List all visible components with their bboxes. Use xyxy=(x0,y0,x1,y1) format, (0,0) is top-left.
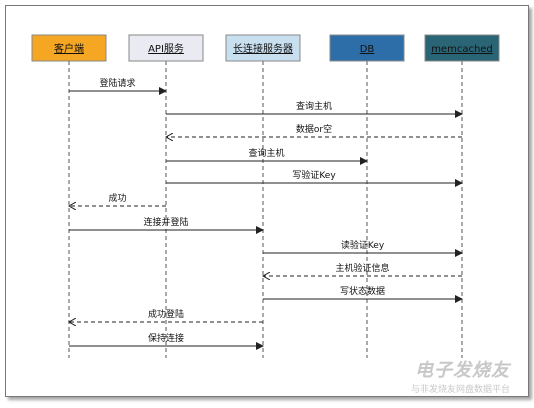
watermark: 电子发烧友 与非发烧友网盘数据平台 xyxy=(411,356,510,395)
actor-label-mem: memcached xyxy=(431,44,493,55)
actor-box-api xyxy=(128,34,204,62)
actor-box-mem xyxy=(424,34,500,62)
message-label-7: 连接并登陆 xyxy=(143,216,188,228)
actor-label-db: DB xyxy=(360,44,375,55)
message-label-4: 查询主机 xyxy=(248,147,284,159)
actor-label-client: 客户端 xyxy=(54,42,84,55)
message-label-11: 成功登陆 xyxy=(148,308,184,320)
message-label-9: 主机验证信息 xyxy=(335,262,389,274)
message-label-5: 写验证Key xyxy=(292,169,336,181)
message-label-6: 成功 xyxy=(108,192,126,204)
actor-box-long xyxy=(225,34,301,62)
actor-box-db xyxy=(329,34,405,62)
message-label-2: 查询主机 xyxy=(296,100,332,112)
message-label-1: 登陆请求 xyxy=(99,77,135,89)
message-label-10: 写状态数据 xyxy=(340,285,385,297)
actor-label-api: API服务 xyxy=(148,42,184,55)
message-label-3: 数据or空 xyxy=(296,123,332,135)
actor-box-client xyxy=(31,34,107,62)
watermark-sub: 与非发烧友网盘数据平台 xyxy=(410,385,510,395)
message-label-12: 保持连接 xyxy=(148,332,184,344)
message-label-8: 读验证Key xyxy=(341,239,385,251)
actor-label-long: 长连接服务器 xyxy=(233,42,293,55)
watermark-main: 电子发烧友 xyxy=(415,360,510,381)
